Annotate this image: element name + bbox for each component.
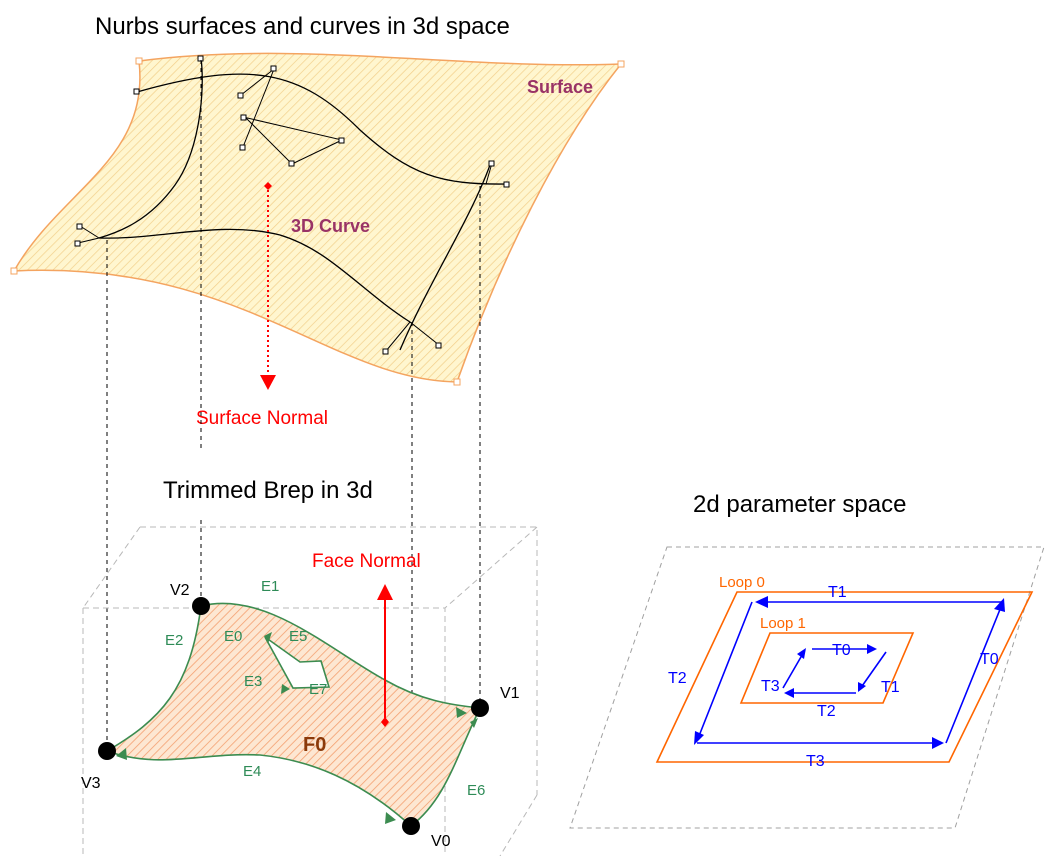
surface-normal-label: Surface Normal <box>196 408 328 429</box>
surface-corner-point <box>11 268 17 274</box>
loop-1-label: Loop 1 <box>760 615 806 632</box>
title-parameter-space: 2d parameter space <box>693 491 906 518</box>
edge-label-e6: E6 <box>467 782 485 799</box>
loop-0-label: Loop 0 <box>719 574 765 591</box>
vertex-label-v2: V2 <box>170 582 190 599</box>
inner-trim-label-t3: T3 <box>761 678 780 695</box>
outer-trim-label-t1: T1 <box>828 584 847 601</box>
loop-0-boundary <box>657 592 1032 762</box>
edge-label-e7: E7 <box>309 681 327 698</box>
vertex-v2 <box>192 597 210 615</box>
edge-label-e2: E2 <box>165 632 183 649</box>
surface-corner-point <box>618 61 624 67</box>
surface-label: Surface <box>527 77 593 97</box>
vertex-v0 <box>402 817 420 835</box>
outer-trim-curves <box>697 602 1003 743</box>
inner-trim-label-t1: T1 <box>881 679 900 696</box>
outer-trim-label-t2: T2 <box>668 670 687 687</box>
inner-trim-label-t2: T2 <box>817 703 836 720</box>
face-normal-label: Face Normal <box>312 551 421 572</box>
outer-trim-arrowheads <box>694 596 1005 749</box>
surface-corner-point <box>454 379 460 385</box>
surface-corner-point <box>136 58 142 64</box>
vertex-label-v3: V3 <box>81 775 101 792</box>
vertex-v3 <box>98 742 116 760</box>
title-nurbs-3d: Nurbs surfaces and curves in 3d space <box>95 13 510 40</box>
parameter-domain <box>570 547 1044 828</box>
curve-3d-label: 3D Curve <box>291 216 370 236</box>
title-trimmed-brep: Trimmed Brep in 3d <box>163 477 373 504</box>
outer-trim-label-t0: T0 <box>980 651 999 668</box>
edge-label-e5: E5 <box>289 628 307 645</box>
inner-trim-label-t0: T0 <box>832 642 851 659</box>
edge-label-e4: E4 <box>243 763 261 780</box>
edge-label-e1: E1 <box>261 578 279 595</box>
vertex-v1 <box>471 699 489 717</box>
inner-trim-arrowheads <box>784 644 877 698</box>
vertex-label-v1: V1 <box>500 685 520 702</box>
vertex-label-v0: V0 <box>431 833 451 850</box>
edge-label-e3: E3 <box>244 673 262 690</box>
outer-trim-label-t3: T3 <box>806 753 825 770</box>
edge-label-e0: E0 <box>224 628 242 645</box>
face-label: F0 <box>303 734 326 756</box>
